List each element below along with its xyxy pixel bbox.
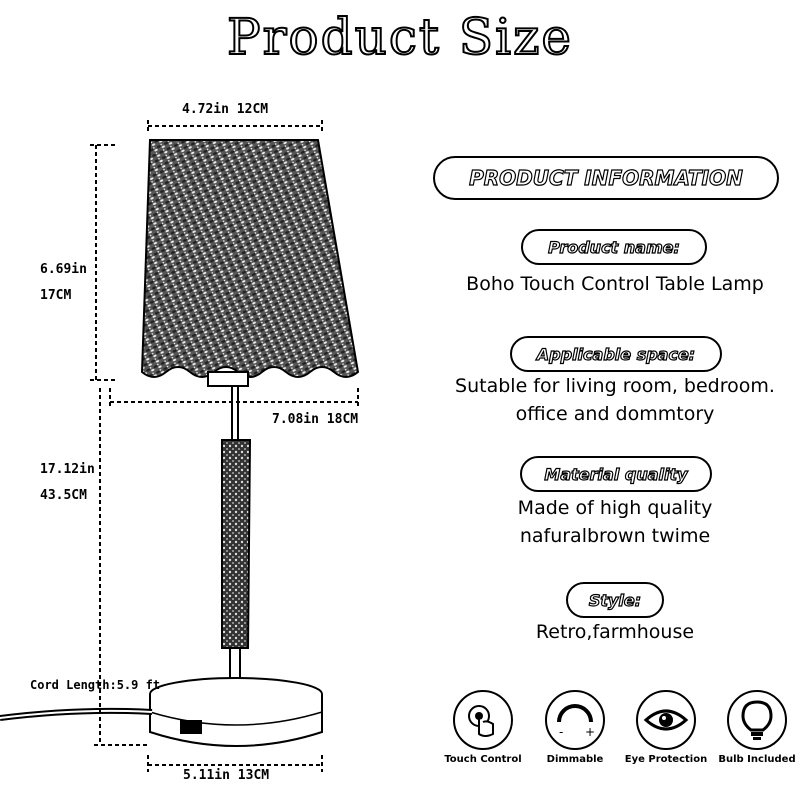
product-information-header: PRODUCT INFORMATION xyxy=(433,156,779,200)
material-quality-label: Material quality xyxy=(520,456,712,492)
shade-height-cm: 17CM xyxy=(40,288,72,303)
style-value: Retro,farmhouse xyxy=(535,621,695,643)
lamp-stem xyxy=(221,439,252,649)
dimmer-icon: - + xyxy=(557,704,595,739)
style-label: Style: xyxy=(566,582,664,618)
page-title: Product Size xyxy=(226,7,574,67)
applicable-space-value: Sutable for living room, bedroom. office… xyxy=(455,375,775,425)
total-height-in: 17.12in xyxy=(40,462,95,477)
material-quality-value: Made of high quality nafuralbrown twime xyxy=(517,497,713,547)
feature-touch-control: Touch Control xyxy=(438,690,528,765)
svg-text:+: + xyxy=(585,725,595,739)
lamp-shade xyxy=(140,139,360,378)
applicable-space-label: Applicable space: xyxy=(510,336,722,372)
shade-height-in: 6.69in xyxy=(40,262,87,277)
dimension-lines xyxy=(90,120,359,772)
shade-bottom-width: 7.08in 18CM xyxy=(272,412,359,427)
feature-bulb-included: Bulb Included xyxy=(712,690,800,765)
bulb-icon xyxy=(741,700,773,740)
total-height-cm: 43.5CM xyxy=(40,488,87,503)
product-name-value: Boho Touch Control Table Lamp xyxy=(466,273,764,295)
eye-icon xyxy=(643,709,689,731)
svg-text:-: - xyxy=(559,725,563,739)
feature-eye-protection: Eye Protection xyxy=(621,690,711,765)
product-name-label: Product name: xyxy=(521,229,707,265)
feature-dimmable: - + Dimmable xyxy=(530,690,620,765)
touch-hand-icon xyxy=(468,705,494,737)
shade-top-width: 4.72in 12CM xyxy=(182,102,269,117)
cord-length: Cord Length:5.9 ft xyxy=(30,678,161,692)
shade-fitter xyxy=(207,371,249,387)
base-width: 5.11in 13CM xyxy=(183,768,270,783)
